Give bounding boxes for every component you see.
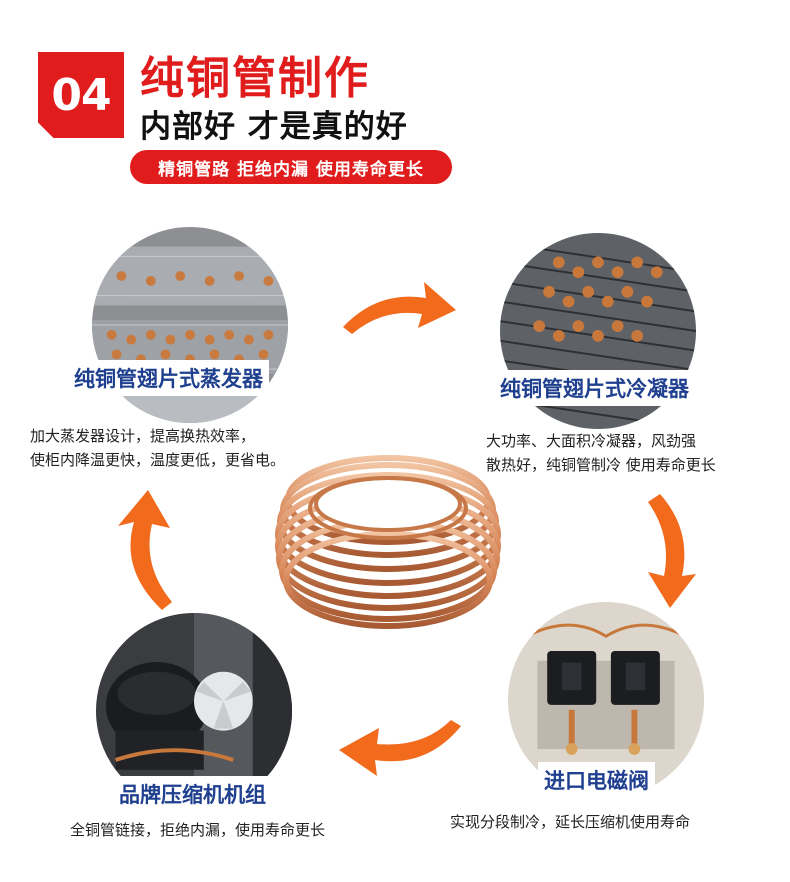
valve-desc-line1: 实现分段制冷，延长压缩机使用寿命 bbox=[450, 813, 691, 831]
evaporator-desc-line1: 加大蒸发器设计，提高换热效率， bbox=[30, 427, 256, 445]
cycle-arrow-bottom-icon bbox=[335, 716, 465, 782]
evaporator-label: 纯铜管翅片式蒸发器 bbox=[68, 360, 269, 396]
compressor-desc-line1: 全铜管链接，拒绝内漏，使用寿命更长 bbox=[70, 821, 326, 839]
cycle-arrow-right-icon bbox=[630, 490, 700, 610]
section-subtitle: 内部好 才是真的好 bbox=[140, 109, 408, 145]
evaporator-desc-line2: 使柜内降温更快，温度更低，更省电。 bbox=[30, 451, 286, 469]
solenoid-valve-label: 进口电磁阀 bbox=[538, 762, 655, 798]
cycle-arrow-top-icon bbox=[338, 272, 458, 342]
condenser-label: 纯铜管翅片式冷凝器 bbox=[494, 370, 695, 406]
condenser-desc-line2: 散热好，纯铜管制冷 使用寿命更长 bbox=[486, 456, 716, 474]
section-number-badge: 04 bbox=[38, 52, 124, 138]
section-title: 纯铜管制作 bbox=[140, 53, 370, 104]
compressor-label: 品牌压缩机机组 bbox=[113, 776, 272, 812]
cycle-arrow-left-icon bbox=[112, 486, 182, 614]
compressor-description: 全铜管链接，拒绝内漏，使用寿命更长 bbox=[70, 818, 325, 842]
condenser-desc-line1: 大功率、大面积冷凝器，风劲强 bbox=[486, 432, 697, 450]
condenser-description: 大功率、大面积冷凝器，风劲强 散热好，纯铜管制冷 使用寿命更长 bbox=[486, 429, 716, 477]
tagline-text: 精铜管路 拒绝内漏 使用寿命更长 bbox=[158, 159, 424, 180]
tagline-pill: 精铜管路 拒绝内漏 使用寿命更长 bbox=[130, 150, 452, 184]
solenoid-valve-description: 实现分段制冷，延长压缩机使用寿命 bbox=[450, 810, 690, 834]
evaporator-description: 加大蒸发器设计，提高换热效率， 使柜内降温更快，温度更低，更省电。 bbox=[30, 424, 285, 472]
copper-coil-image bbox=[272, 440, 504, 638]
